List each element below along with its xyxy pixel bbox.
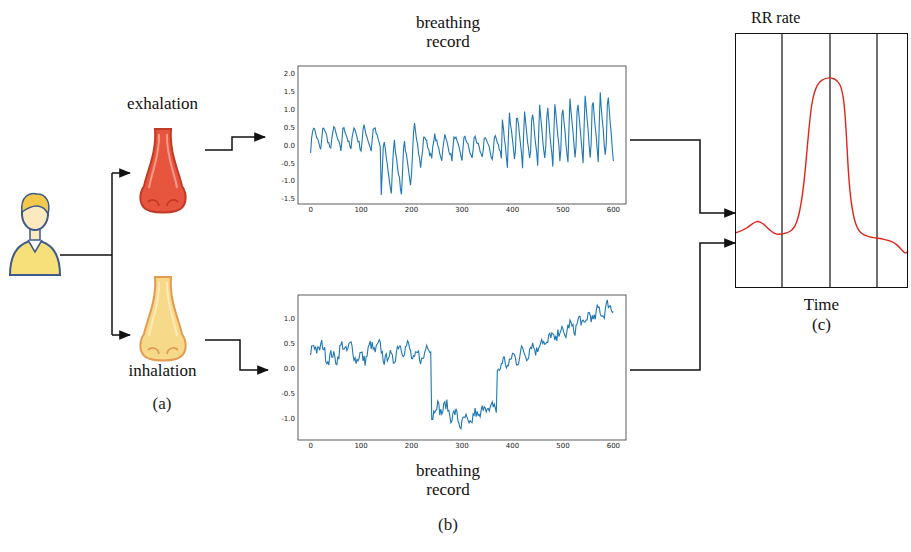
tick-label: -1.0 — [281, 178, 295, 185]
tick-label: 500 — [556, 443, 569, 450]
tick-label: -1.0 — [281, 416, 295, 423]
tick-label: 200 — [405, 443, 418, 450]
tick-label: 0 — [308, 443, 312, 450]
tick-label: 0.0 — [284, 143, 295, 150]
chart-title: breathing record — [403, 462, 493, 499]
tick-label: 0.5 — [284, 125, 295, 132]
tick-label: -1.5 — [281, 196, 295, 203]
tick-label: 200 — [405, 207, 418, 214]
rr-rate-plot: RR rateTime(c) — [735, 5, 908, 340]
breathing-chart: breathing record — [265, 12, 630, 218]
tick-label: 1.0 — [284, 107, 295, 114]
nose-shape — [138, 128, 188, 214]
nose-label: exhalation — [127, 95, 198, 114]
tick-label: 2.0 — [284, 71, 295, 78]
nose-shape — [138, 276, 188, 362]
plot-label: Time — [804, 296, 839, 315]
branch-lines — [60, 173, 130, 335]
tick-label: 100 — [354, 207, 367, 214]
tick-label: 300 — [455, 443, 468, 450]
panel-label: (b) — [438, 516, 458, 533]
connector-arrow — [630, 140, 735, 213]
plot-label: RR rate — [751, 9, 800, 27]
tick-label: 600 — [607, 207, 620, 214]
connector-arrow — [205, 340, 268, 370]
tick-label: 0.5 — [284, 341, 295, 348]
connector-arrow — [205, 137, 265, 150]
person-icon — [10, 194, 60, 275]
tick-label: -0.5 — [281, 161, 295, 168]
tick-label: 100 — [354, 443, 367, 450]
tick-label: 500 — [556, 207, 569, 214]
tick-label: 0 — [308, 207, 312, 214]
nose-label: inhalation — [129, 362, 197, 381]
rr-plot — [735, 33, 908, 288]
nose-icon: inhalation — [120, 272, 205, 384]
nose-icon: exhalation — [120, 95, 205, 217]
tick-label: 400 — [506, 207, 519, 214]
tick-label: 400 — [506, 443, 519, 450]
tick-label: -0.5 — [281, 391, 295, 398]
signal-plots — [298, 66, 626, 440]
chart-title: breathing record — [403, 14, 493, 51]
plot-frame — [735, 33, 908, 288]
tick-label: 1.5 — [284, 89, 295, 96]
tick-label: 0.0 — [284, 366, 295, 373]
tick-label: 1.0 — [284, 316, 295, 323]
panel-label: (a) — [153, 395, 172, 412]
connector-arrow — [630, 243, 735, 370]
tick-label: 300 — [455, 207, 468, 214]
tick-label: 600 — [607, 443, 620, 450]
breathing-chart: breathing record — [268, 290, 630, 512]
plot-label: (c) — [812, 316, 831, 335]
